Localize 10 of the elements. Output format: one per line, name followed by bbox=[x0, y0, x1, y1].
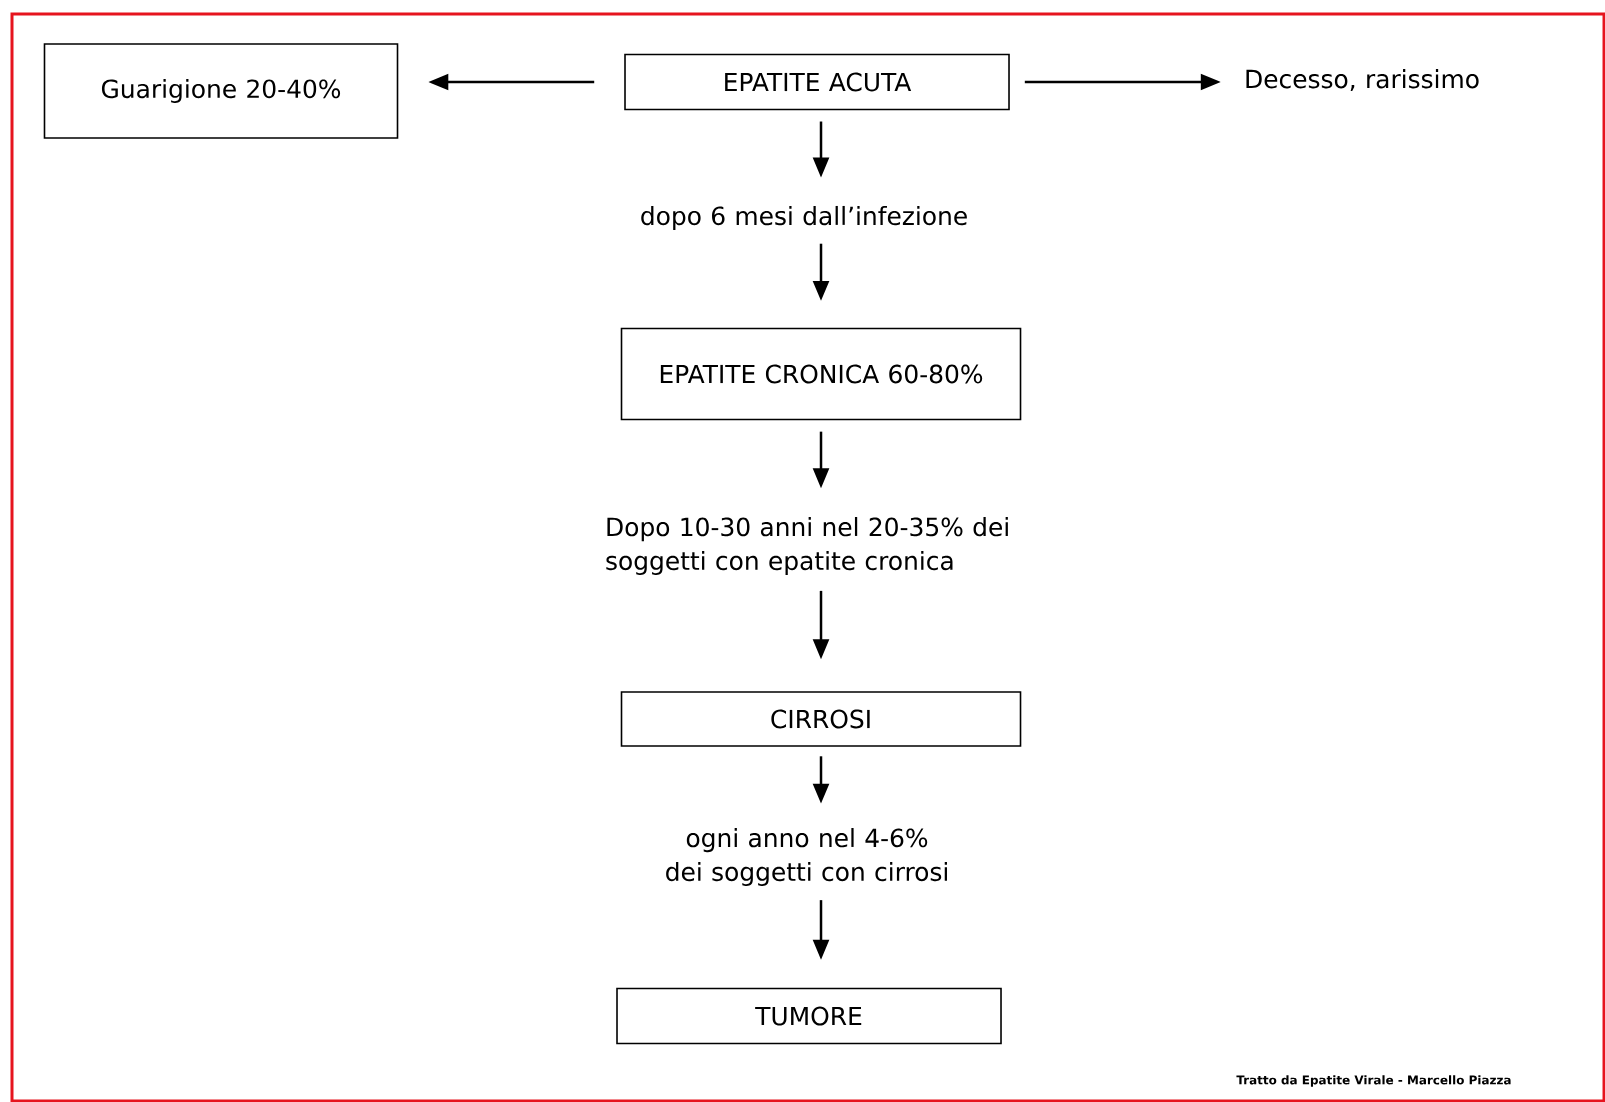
source-note: Tratto da Epatite Virale - Marcello Piazza bbox=[1236, 1075, 1511, 1087]
note-text: Decesso, rarissimo bbox=[1246, 69, 1479, 91]
process-box: CIRROSI bbox=[620, 691, 1022, 747]
note-text: ogni anno nel 4-6% dei soggetti con cirrosi bbox=[666, 828, 947, 886]
process-box: EPATITE CRONICA 60-80% bbox=[620, 327, 1022, 421]
process-box: TUMORE bbox=[616, 987, 1002, 1045]
note-text: Dopo 10-30 anni nel 20-35% dei soggetti con epatite cronica bbox=[606, 517, 1008, 575]
process-box: EPATITE ACUTA bbox=[624, 53, 1010, 111]
note-text: dopo 6 mesi dall’infezione bbox=[641, 205, 967, 231]
process-box: Guarigione 20-40% bbox=[43, 43, 399, 139]
